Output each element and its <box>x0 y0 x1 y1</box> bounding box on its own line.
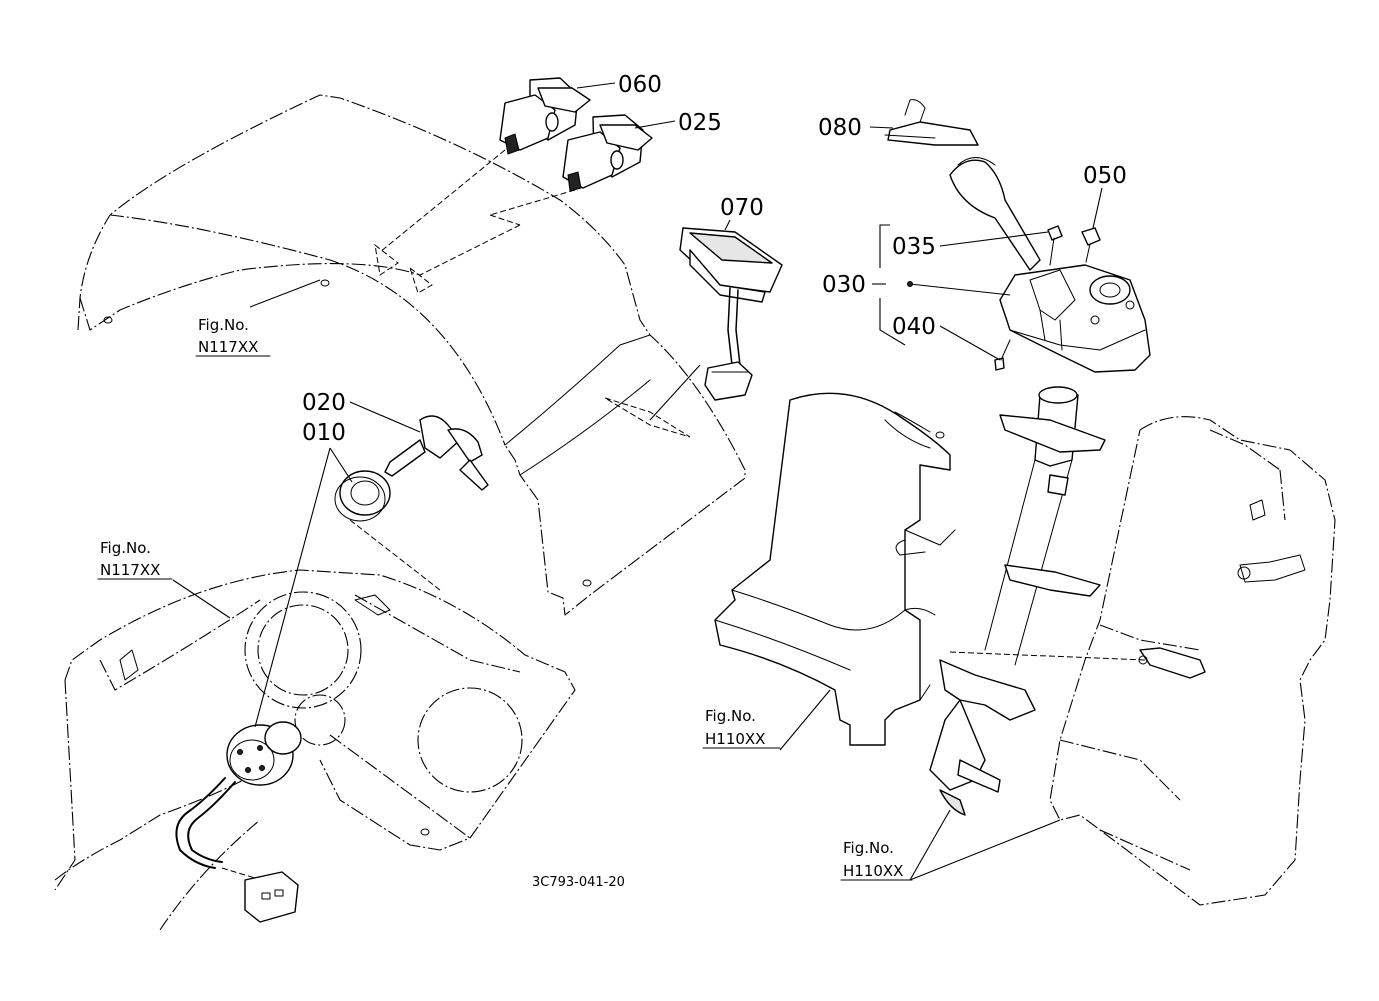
combination-switch-030 <box>949 157 1151 373</box>
fig-ref-number: N117XX <box>198 338 258 356</box>
callout-020: 020 <box>302 390 346 416</box>
callout-070: 070 <box>720 195 764 221</box>
drawing-code: 3C793-041-20 <box>532 875 625 890</box>
callout-010: 010 <box>302 420 346 446</box>
callout-030: 030 <box>822 272 866 298</box>
fig-ref-number: H110XX <box>843 862 903 880</box>
fig-ref-label: Fig.No. <box>843 839 894 857</box>
callout-025: 025 <box>678 110 722 136</box>
callout-080: 080 <box>818 115 862 141</box>
fig-ref-number: H110XX <box>705 730 765 748</box>
leader-lines <box>172 82 1103 881</box>
callout-050: 050 <box>1083 163 1127 189</box>
dash-panel-outline <box>54 569 576 931</box>
callout-035: 035 <box>892 234 936 260</box>
fig-ref-label: Fig.No. <box>705 707 756 725</box>
fig-ref-dash-panel: Fig.No. N117XX <box>97 539 173 580</box>
fig-ref-front-cover: Fig.No. H110XX <box>702 707 781 749</box>
hazard-switch-070 <box>649 227 783 421</box>
column-frame <box>1049 416 1336 906</box>
nut-010 <box>334 470 391 522</box>
fig-ref-label: Fig.No. <box>100 539 151 557</box>
callout-060: 060 <box>618 72 662 98</box>
knob-080 <box>884 99 979 146</box>
callout-040: 040 <box>892 314 936 340</box>
fig-ref-top-cover: Fig.No. N117XX <box>195 316 271 357</box>
key-020 <box>384 415 489 491</box>
fig-ref-label: Fig.No. <box>198 316 249 334</box>
fig-ref-number: N117XX <box>100 561 160 579</box>
connector-025 <box>419 114 653 276</box>
front-cover <box>714 392 956 746</box>
fig-ref-column-frame: Fig.No. H110XX <box>840 839 913 881</box>
connector-060 <box>379 77 591 253</box>
ignition-switch <box>175 721 302 923</box>
top-cover-outline <box>77 94 746 616</box>
steering-column <box>929 386 1206 816</box>
